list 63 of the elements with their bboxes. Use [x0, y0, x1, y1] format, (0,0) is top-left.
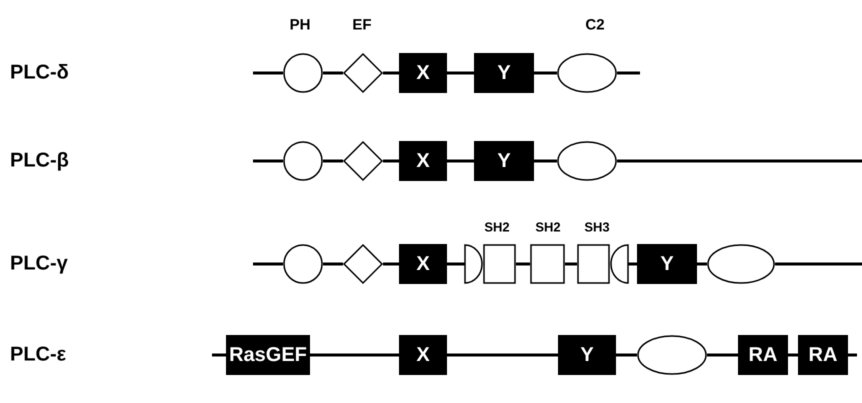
domain-box: X: [399, 53, 447, 93]
domain-box: Y: [474, 141, 534, 181]
connector-line: [323, 262, 343, 266]
connector-line: [383, 160, 399, 162]
oval-domain: [637, 335, 707, 375]
half-oval-domain: [465, 244, 483, 284]
connector-line: [323, 72, 343, 74]
domain-box: X: [399, 244, 447, 284]
rectangle-domain: [483, 244, 516, 284]
connector-line: [323, 160, 343, 162]
protein-name: PLC-ε: [10, 344, 66, 366]
connector-line: [848, 354, 857, 356]
domain-box: RA: [738, 335, 788, 375]
diamond-domain: [343, 53, 383, 93]
circle-domain: [283, 141, 323, 181]
domain-label: SH2: [535, 220, 561, 234]
connector-line: [447, 262, 465, 266]
connector-line: [516, 262, 530, 266]
connector-line: [697, 262, 707, 266]
domain-label: C2: [585, 16, 605, 34]
connector-line: [617, 72, 640, 74]
protein-name: PLC-β: [10, 150, 69, 172]
connector-line: [253, 160, 283, 162]
domain-box: RasGEF: [226, 335, 310, 375]
domain-box: X: [399, 141, 447, 181]
domain-label: EF: [352, 16, 372, 34]
protein-name: PLC-γ: [10, 252, 68, 276]
connector-line: [447, 354, 558, 356]
connector-line: [775, 262, 862, 266]
connector-line: [383, 72, 399, 74]
connector-line: [447, 160, 474, 162]
connector-line: [565, 262, 577, 266]
domain-label: PH: [290, 16, 310, 34]
domain-label: SH3: [584, 220, 610, 234]
protein-name: PLC-δ: [10, 62, 69, 84]
half-oval-domain: [610, 244, 628, 284]
rectangle-domain: [577, 244, 610, 284]
connector-line: [617, 160, 862, 162]
diamond-domain: [343, 244, 383, 284]
rectangle-domain: [530, 244, 565, 284]
connector-line: [616, 354, 637, 356]
connector-line: [534, 72, 557, 74]
oval-domain: [557, 141, 617, 181]
domain-box: RA: [798, 335, 848, 375]
domain-box: Y: [637, 244, 697, 284]
domain-box: Y: [474, 53, 534, 93]
connector-line: [447, 72, 474, 74]
domain-box: X: [399, 335, 447, 375]
connector-line: [253, 72, 283, 74]
domain-box: Y: [558, 335, 616, 375]
circle-domain: [283, 53, 323, 93]
connector-line: [310, 354, 399, 356]
connector-line: [707, 354, 738, 356]
oval-domain: [707, 244, 775, 284]
circle-domain: [283, 244, 323, 284]
connector-line: [788, 354, 798, 356]
connector-line: [253, 262, 283, 266]
oval-domain: [557, 53, 617, 93]
connector-line: [383, 262, 399, 266]
connector-line: [212, 354, 226, 356]
connector-line: [534, 160, 557, 162]
domain-label: SH2: [484, 220, 510, 234]
diamond-domain: [343, 141, 383, 181]
